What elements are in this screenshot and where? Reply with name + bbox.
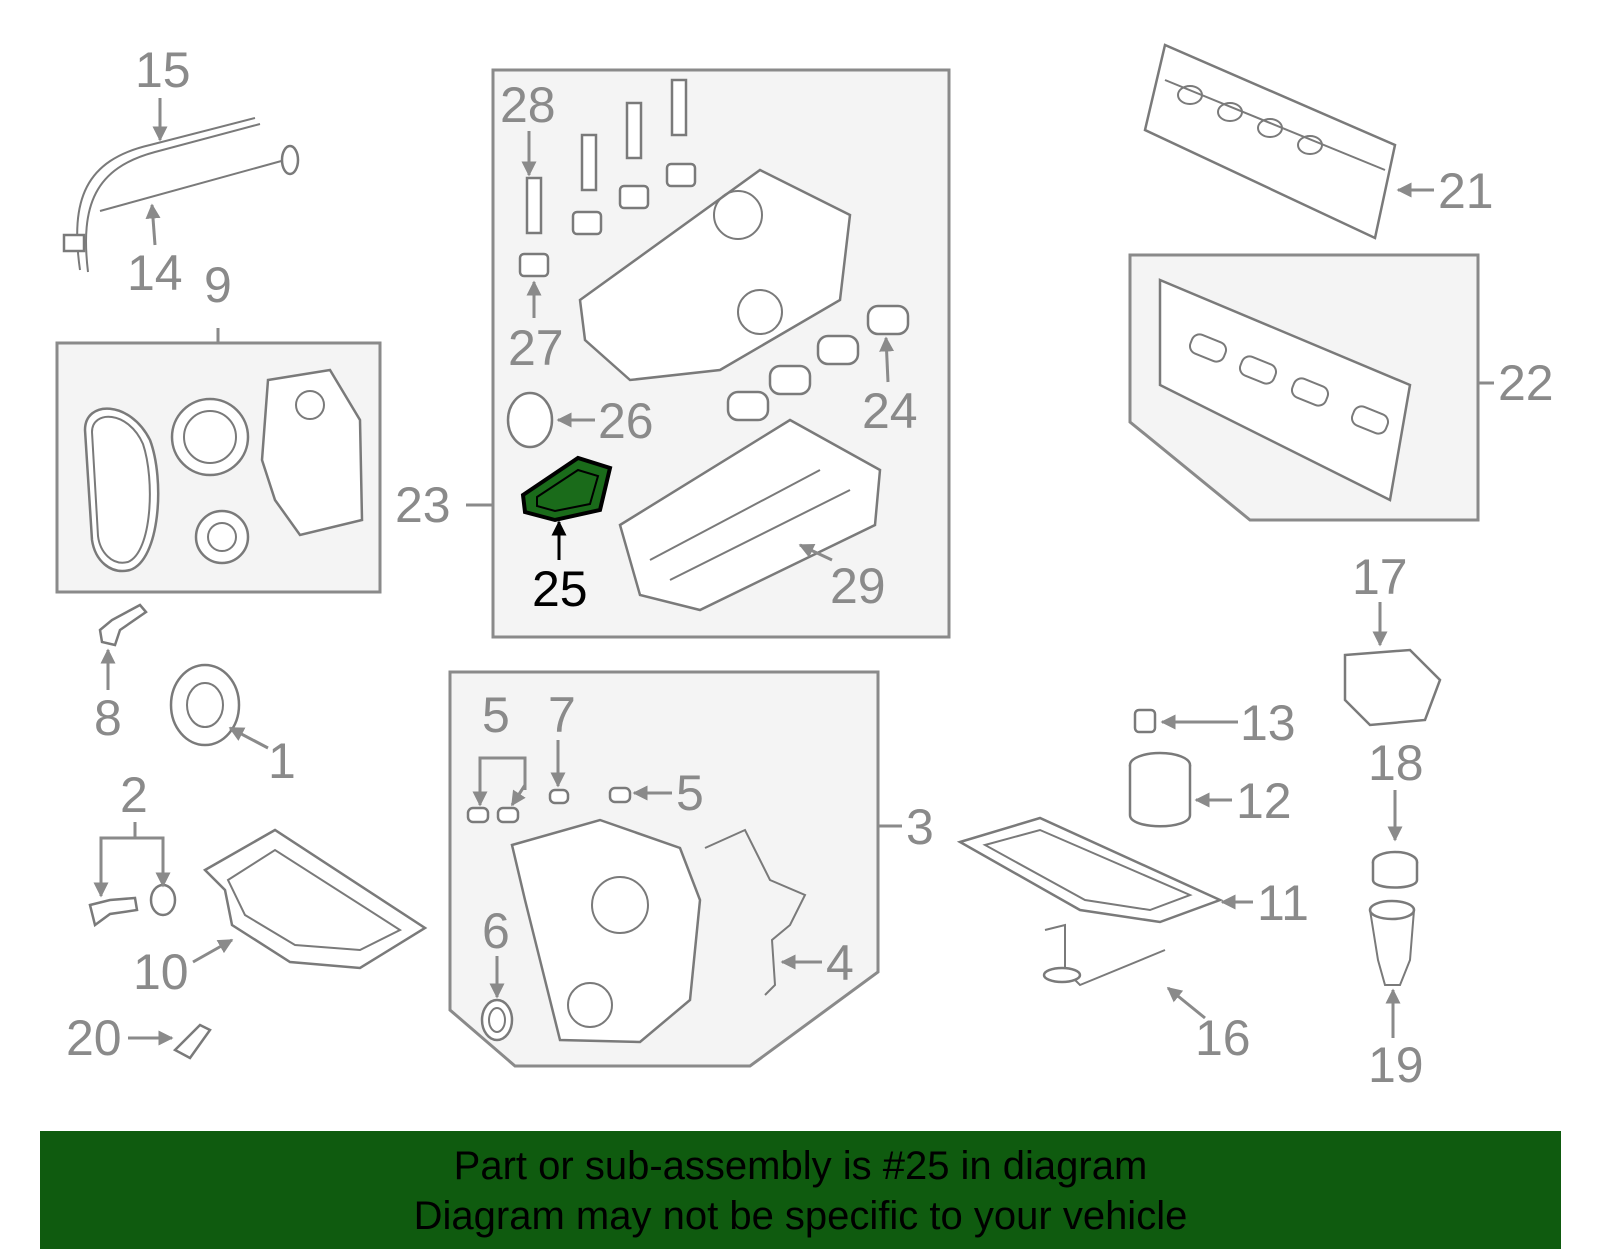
callout-25: 25 <box>532 561 588 617</box>
callout-20: 20 <box>66 1010 122 1066</box>
callout-3: 3 <box>906 799 934 855</box>
intake-manifold-upper <box>578 168 852 382</box>
callout-26: 26 <box>598 393 654 449</box>
callout-17: 17 <box>1352 549 1408 605</box>
callout-23: 23 <box>395 477 451 533</box>
callout-21: 21 <box>1438 163 1494 219</box>
damper-part-1 <box>169 663 241 747</box>
callout-14: 14 <box>127 245 183 301</box>
sensor-part-20 <box>172 1023 212 1060</box>
oil-filter-part-12 <box>1128 751 1192 828</box>
callout-16: 16 <box>1195 1010 1251 1066</box>
callout-18: 18 <box>1368 735 1424 791</box>
bolt-part-8 <box>98 603 148 647</box>
highlighted-gasket-part-25 <box>520 455 613 523</box>
callout-9: 9 <box>204 257 232 313</box>
callout-labels: 15 14 9 8 1 2 10 20 28 27 26 24 23 25 29… <box>66 42 1554 1093</box>
oil-pan-part-10 <box>202 828 428 970</box>
manifold-bolts-part-28 <box>525 78 688 235</box>
bolt-washer-part-2 <box>88 883 177 928</box>
cap-part-18 <box>1371 850 1419 889</box>
callout-27: 27 <box>508 320 564 376</box>
oil-pickup-part-16 <box>1042 923 1166 987</box>
callout-22: 22 <box>1498 355 1554 411</box>
dipstick-part <box>99 144 300 212</box>
callout-1: 1 <box>268 733 296 789</box>
callout-29: 29 <box>830 558 886 614</box>
valve-cover-part-21 <box>1143 43 1397 240</box>
callout-19: 19 <box>1368 1037 1424 1093</box>
filler-tube-part-19 <box>1368 899 1416 986</box>
intake-manifold-lower-part-29 <box>618 418 882 612</box>
timing-cover-gasket-part-4 <box>704 828 807 996</box>
timing-kit-parts <box>83 368 364 573</box>
callout-13: 13 <box>1240 695 1296 751</box>
callout-15: 15 <box>135 42 191 98</box>
callout-7: 7 <box>548 687 576 743</box>
banner-line-disclaimer: Diagram may not be specific to your vehi… <box>413 1194 1188 1238</box>
seal-part-6 <box>480 998 514 1042</box>
callout-12: 12 <box>1236 773 1292 829</box>
callout-5b: 5 <box>676 765 704 821</box>
callout-11: 11 <box>1257 875 1309 931</box>
plug-part-13 <box>1133 708 1157 734</box>
callout-8: 8 <box>94 690 122 746</box>
callout-24: 24 <box>862 383 918 439</box>
timing-cover-part-3 <box>510 818 702 1044</box>
manifold-gaskets-part-24 <box>726 304 910 422</box>
banner-line-part: Part or sub-assembly is #25 in diagram <box>453 1144 1148 1188</box>
callout-6: 6 <box>482 903 510 959</box>
info-banner: Part or sub-assembly is #25 in diagram D… <box>40 1131 1561 1249</box>
callout-2: 2 <box>120 767 148 823</box>
o-ring-part-26 <box>506 391 554 449</box>
callout-10: 10 <box>133 944 189 1000</box>
oil-pan-upper-part-11 <box>956 816 1224 924</box>
manifold-gaskets-part-27 <box>518 162 697 278</box>
valve-cover-gasket-part-22 <box>1158 278 1412 502</box>
leader-lines <box>93 98 1494 1046</box>
dipstick-tube-part <box>62 117 261 273</box>
housing-part-17 <box>1343 648 1442 727</box>
callout-28: 28 <box>500 77 556 133</box>
callout-4: 4 <box>826 935 854 991</box>
dowels-part-5-7 <box>466 786 632 824</box>
callout-5a: 5 <box>482 687 510 743</box>
